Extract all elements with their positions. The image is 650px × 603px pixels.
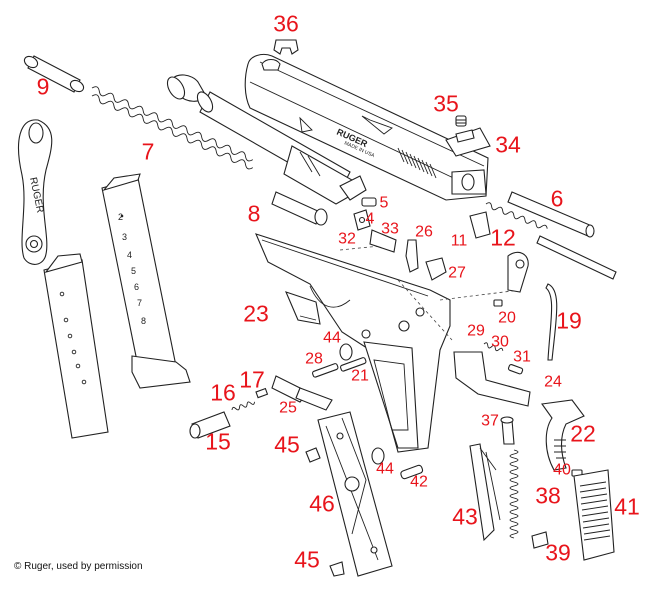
callout-7: 7 <box>141 138 155 165</box>
part-rear-sight <box>445 127 491 157</box>
callout-42: 42 <box>410 473 428 491</box>
copyright-credit: © Ruger, used by permission <box>14 561 143 572</box>
callout-20: 20 <box>498 309 516 327</box>
part-frame <box>255 233 521 453</box>
part-magazine-rear <box>43 253 109 439</box>
callout-28: 28 <box>305 350 323 368</box>
magazine-hole-number: 4 <box>127 250 133 260</box>
callout-37: 37 <box>481 412 499 430</box>
callout-35: 35 <box>433 90 459 117</box>
callout-4: 4 <box>365 210 375 228</box>
callout-46: 46 <box>309 490 335 517</box>
part-rear-sight-screw <box>455 115 467 127</box>
part-bushing-wrench: RUGER <box>18 119 53 265</box>
callout-21: 21 <box>351 367 369 385</box>
callout-41: 41 <box>614 493 640 520</box>
part-front-sight <box>273 39 299 55</box>
callout-27: 27 <box>448 264 466 282</box>
callout-9: 9 <box>36 73 50 100</box>
magazine-hole-number: 8 <box>141 316 147 326</box>
magazine-hole-number: 6 <box>134 282 140 292</box>
part-slide-stop <box>285 291 321 325</box>
magazine-hole-number: 7 <box>137 298 143 308</box>
callout-15: 15 <box>205 428 231 455</box>
callout-44-upper: 44 <box>323 329 341 347</box>
callout-6: 6 <box>550 185 564 212</box>
part-hammer-strut <box>507 251 529 293</box>
part-sear-spring <box>369 229 397 253</box>
callout-19: 19 <box>556 307 582 334</box>
part-slide: RUGER MADE IN USA <box>244 53 489 201</box>
callout-39: 39 <box>545 539 571 566</box>
callout-43: 43 <box>452 503 478 530</box>
part-magazine-catch-spring <box>231 387 269 411</box>
part-plunger-spring <box>483 342 504 352</box>
magazine-hole-number: 2 <box>118 212 124 222</box>
part-sear <box>425 257 447 281</box>
callout-22: 22 <box>570 420 596 447</box>
callout-29: 29 <box>467 322 485 340</box>
part-barrel-link <box>271 191 328 226</box>
part-slide-stop-plunger <box>353 209 371 231</box>
part-mainspring-cap <box>500 416 515 445</box>
callout-26: 26 <box>415 223 433 241</box>
callout-34: 34 <box>495 131 521 158</box>
callout-30: 30 <box>491 333 509 351</box>
part-guide-rod <box>507 191 617 280</box>
callout-36: 36 <box>273 10 299 37</box>
part-plunger-pin <box>493 299 503 307</box>
part-grip-safety <box>541 399 585 471</box>
part-grip-screw-upper <box>305 447 321 463</box>
part-disconnector <box>405 239 419 273</box>
part-extractor <box>469 211 491 239</box>
callout-23: 23 <box>243 300 269 327</box>
part-firing-pin-spring <box>485 202 548 229</box>
part-firing-pin-stop <box>361 197 377 207</box>
part-magazine-catch <box>189 411 231 439</box>
part-mainspring-housing <box>573 469 615 561</box>
part-grip-bushing-upper <box>339 343 353 361</box>
magazine-hole-number: 3 <box>122 232 128 242</box>
part-mainspring-cap-pin <box>531 531 549 549</box>
part-grip-panel <box>317 411 393 577</box>
callout-45-lower: 45 <box>294 546 320 573</box>
part-barrel <box>196 91 367 205</box>
part-hammer <box>453 351 531 407</box>
callout-33: 33 <box>381 220 399 238</box>
callout-44-lower: 44 <box>376 460 394 478</box>
callout-25: 25 <box>279 399 297 417</box>
part-sear-spring-leaf <box>469 443 501 542</box>
callout-12: 12 <box>490 224 516 251</box>
callout-11: 11 <box>450 232 468 250</box>
part-plunger-tube <box>507 364 524 375</box>
part-sear-pin <box>340 357 367 372</box>
callout-31: 31 <box>513 348 531 366</box>
part-mainspring <box>509 449 519 539</box>
callout-32: 32 <box>338 230 356 248</box>
slide-serrations <box>397 147 437 179</box>
part-recoil-spring-plug <box>23 55 85 93</box>
callout-40: 40 <box>553 461 571 479</box>
callout-17: 17 <box>239 366 265 393</box>
part-grip-bushing-lower <box>371 447 385 465</box>
part-ejector <box>295 387 333 411</box>
part-magazine-front <box>101 173 191 389</box>
part-recoil-spring <box>91 86 254 170</box>
callout-38: 38 <box>535 482 561 509</box>
part-hammer-pin <box>312 363 339 378</box>
callout-5: 5 <box>379 194 389 212</box>
part-mainspring-housing-pin <box>545 283 558 361</box>
callout-45-upper: 45 <box>274 431 300 458</box>
part-grip-screw-bushing <box>400 464 424 480</box>
part-grip-screw-lower <box>329 561 345 577</box>
callout-8: 8 <box>247 200 261 227</box>
callout-24: 24 <box>544 373 562 391</box>
callout-16: 16 <box>210 379 236 406</box>
magazine-hole-number: 5 <box>131 266 137 276</box>
